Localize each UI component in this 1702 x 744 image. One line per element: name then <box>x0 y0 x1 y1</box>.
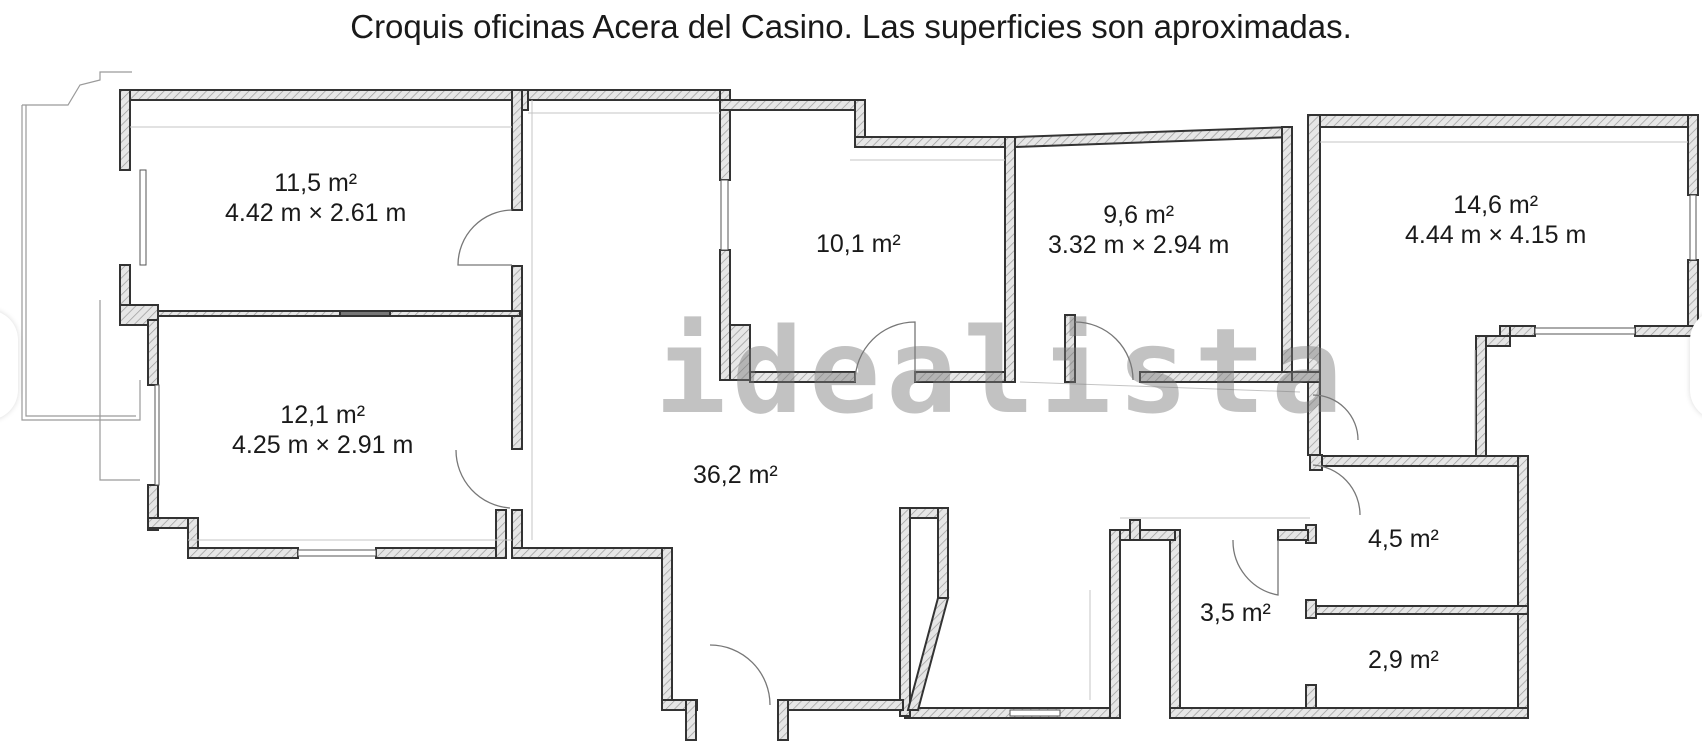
balcony-outline <box>21 71 141 481</box>
next-image-button[interactable] <box>1690 310 1702 420</box>
room-area: 9,6 m² <box>1103 201 1175 229</box>
prev-image-button[interactable] <box>0 310 18 420</box>
room-label-3: 10,1 m² <box>816 229 901 259</box>
room-dimensions: 3.32 m × 2.94 m <box>1048 231 1230 259</box>
room-dimensions: 4.42 m × 2.61 m <box>225 199 407 227</box>
room-dimensions: 4.44 m × 4.15 m <box>1405 221 1587 249</box>
room-label-1: 11,5 m² 4.42 m × 2.61 m <box>225 168 406 228</box>
room-area: 14,6 m² <box>1453 191 1539 219</box>
room-area: 36,2 m² <box>693 461 778 489</box>
room-label-5: 14,6 m² 4.44 m × 4.15 m <box>1405 190 1586 250</box>
room-area: 12,1 m² <box>280 401 366 429</box>
doors <box>455 209 1361 706</box>
room-label-6: 36,2 m² <box>693 460 778 490</box>
room-label-8: 4,5 m² <box>1368 524 1439 554</box>
room-area: 11,5 m² <box>274 169 358 197</box>
walls <box>119 89 1699 741</box>
windows <box>139 169 1697 717</box>
room-label-2: 12,1 m² 4.25 m × 2.91 m <box>232 400 413 460</box>
room-label-7: 3,5 m² <box>1200 598 1271 628</box>
room-area: 4,5 m² <box>1368 525 1439 553</box>
room-area: 3,5 m² <box>1200 599 1271 627</box>
plan-title: Croquis oficinas Acera del Casino. Las s… <box>350 8 1352 45</box>
room-area: 2,9 m² <box>1368 646 1439 674</box>
room-area: 10,1 m² <box>816 230 901 258</box>
dimension-lines <box>130 100 1688 700</box>
room-label-9: 2,9 m² <box>1368 645 1439 675</box>
room-dimensions: 4.25 m × 2.91 m <box>232 431 414 459</box>
watermark: idealista <box>655 302 1349 440</box>
room-label-4: 9,6 m² 3.32 m × 2.94 m <box>1048 200 1229 260</box>
